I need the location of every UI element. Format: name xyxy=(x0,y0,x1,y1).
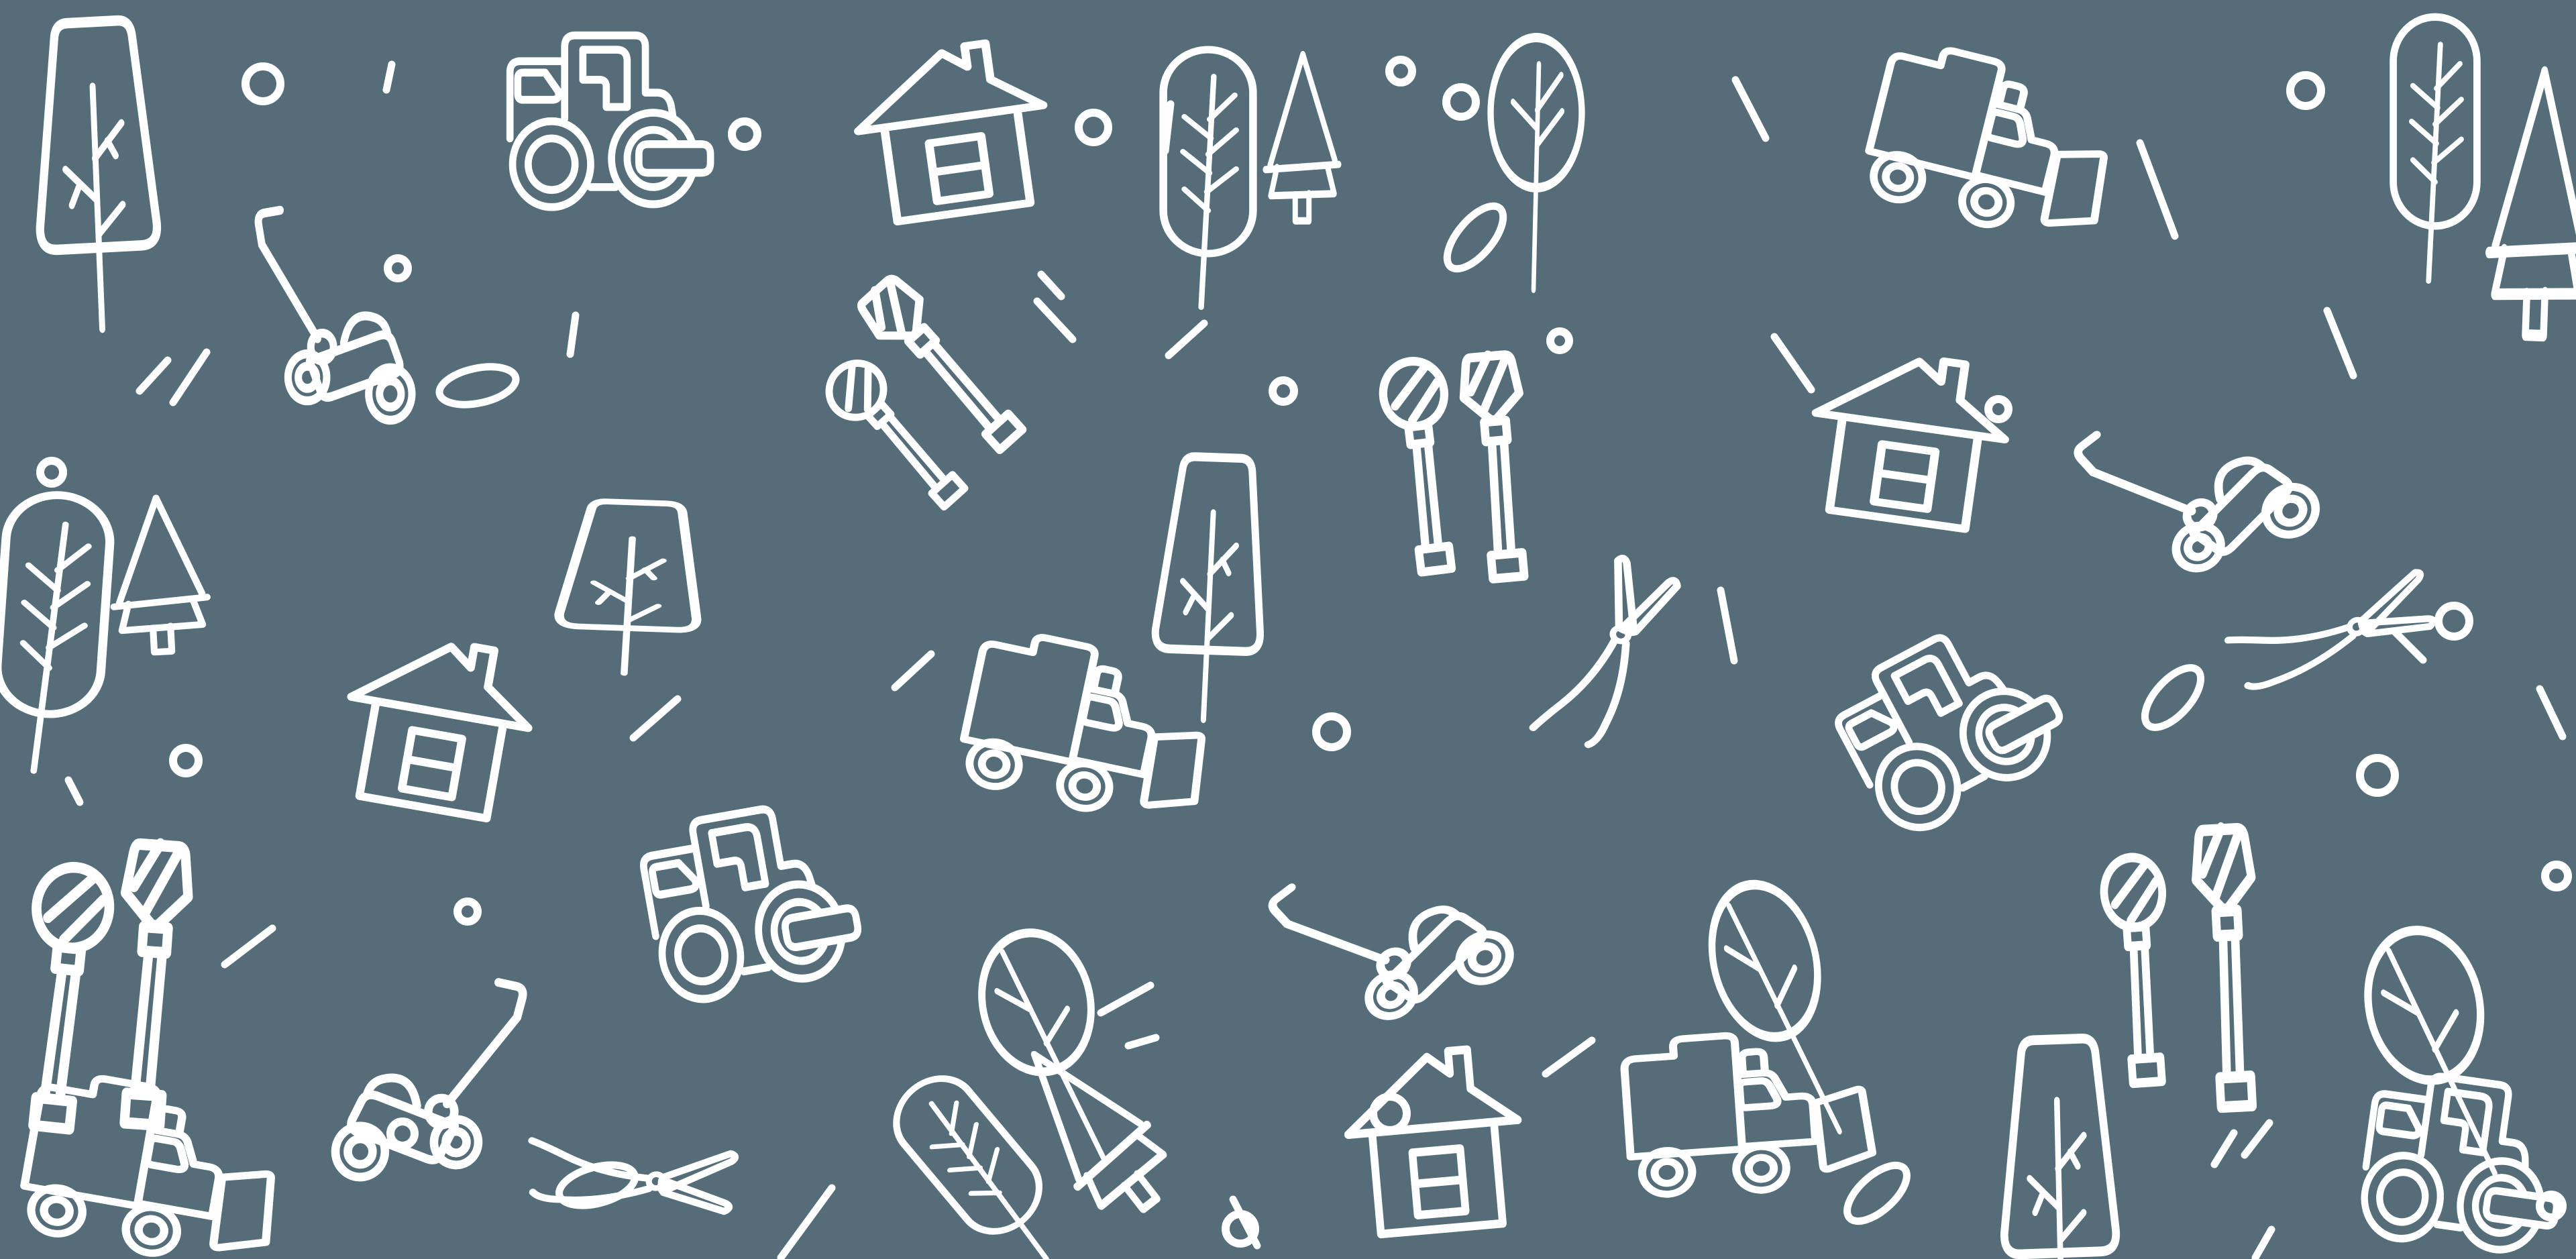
dash-line-icon xyxy=(2136,139,2179,240)
dot-circle-icon xyxy=(384,254,412,282)
dash-line-icon xyxy=(382,60,396,94)
dash-line-icon xyxy=(1033,297,1077,343)
pine-tree-icon xyxy=(108,496,209,654)
truck-icon xyxy=(1858,37,2125,250)
dot-circle-icon xyxy=(1385,56,1416,87)
dot-circle-icon xyxy=(728,117,761,151)
dot-circle-icon xyxy=(241,62,284,105)
dot-circle-icon xyxy=(2536,1191,2567,1221)
dash-line-icon xyxy=(566,311,580,358)
house-icon xyxy=(1342,1046,1527,1236)
leaf-ellipse-icon xyxy=(435,363,520,408)
dash-line-icon xyxy=(169,348,211,406)
pruning-shears-icon xyxy=(2220,528,2448,731)
capsule-tree-icon xyxy=(0,492,113,775)
round-tree-slash-icon xyxy=(1697,873,1858,1151)
dash-line-icon xyxy=(2251,1225,2275,1259)
dash-line-icon xyxy=(1542,1036,1596,1078)
dot-circle-icon xyxy=(1312,712,1351,751)
torch-cone-icon xyxy=(855,272,1030,459)
dash-line-icon xyxy=(1731,76,1770,142)
trapezoid-tree-icon xyxy=(30,19,162,332)
house-icon xyxy=(1803,345,2015,533)
leaf-ellipse-icon xyxy=(555,1161,639,1209)
house-icon xyxy=(335,628,541,823)
dot-circle-icon xyxy=(386,1117,419,1150)
tractor-icon xyxy=(1823,604,2078,842)
dash-line-icon xyxy=(64,776,84,806)
trapezoid-tree-icon xyxy=(1998,1038,2119,1259)
dash-line-icon xyxy=(2323,307,2357,380)
tractor-icon xyxy=(2357,1068,2573,1259)
dash-line-icon xyxy=(1097,981,1155,1017)
trapezoid-tree-icon xyxy=(557,500,701,675)
round-tree-icon xyxy=(1491,38,1582,290)
dash-line-icon xyxy=(1124,1034,1160,1050)
dash-line-icon xyxy=(1165,319,1208,360)
leaf-ellipse-icon xyxy=(1843,1161,1911,1225)
dot-circle-icon xyxy=(2286,71,2325,110)
house-icon xyxy=(849,37,1057,225)
dash-line-icon xyxy=(1161,100,1175,155)
truck-icon xyxy=(955,626,1222,831)
dash-line-icon xyxy=(136,356,172,395)
trapezoid-tree-icon xyxy=(1152,455,1267,722)
dash-line-icon xyxy=(2391,628,2427,664)
dot-circle-icon xyxy=(1984,395,2012,423)
dash-line-icon xyxy=(777,1184,836,1259)
truck-icon xyxy=(1623,1026,1874,1199)
dash-line-icon xyxy=(891,650,935,692)
dash-line-icon xyxy=(1717,586,1738,665)
tractor-icon xyxy=(510,36,710,207)
leaf-ellipse-icon xyxy=(1443,202,1507,273)
dot-circle-icon xyxy=(1546,327,1573,354)
leaf-ellipse-icon xyxy=(2141,664,2205,731)
lawn-mower-icon xyxy=(1269,808,1519,1056)
dash-line-icon xyxy=(1770,333,1815,394)
round-tree-slash-icon xyxy=(969,922,1124,1175)
lawn-mower-icon xyxy=(2074,357,2324,608)
round-tree-slash-icon xyxy=(2355,920,2516,1191)
dash-line-icon xyxy=(1229,1195,1261,1250)
dash-line-icon xyxy=(629,695,682,742)
dash-line-icon xyxy=(221,924,276,969)
dot-circle-icon xyxy=(2356,754,2399,797)
dash-line-icon xyxy=(1037,270,1065,300)
dot-circle-icon xyxy=(2541,861,2572,891)
pruning-shears-icon xyxy=(1532,549,1680,754)
dot-circle-icon xyxy=(453,897,482,926)
capsule-tree-icon xyxy=(881,1062,1083,1259)
capsule-tree-icon xyxy=(1163,50,1253,307)
pine-tree-icon xyxy=(2486,70,2576,337)
lawn-mower-icon xyxy=(258,210,412,420)
dash-line-icon xyxy=(2241,1119,2273,1159)
torch-round-icon xyxy=(1379,358,1466,574)
dot-circle-icon xyxy=(36,457,67,488)
torch-cone-icon xyxy=(1460,353,1536,580)
dot-circle-icon xyxy=(2434,602,2473,641)
torch-round-icon xyxy=(2102,856,2176,1085)
dot-circle-icon xyxy=(1269,376,1298,406)
capsule-tree-icon xyxy=(2394,17,2477,281)
torch-cone-icon xyxy=(2193,826,2263,1108)
dash-line-icon xyxy=(2210,1129,2238,1168)
dot-circle-icon xyxy=(1369,1093,1411,1134)
lawn-mower-icon xyxy=(333,972,523,1188)
torch-round-icon xyxy=(13,864,113,1131)
tractor-icon xyxy=(637,797,865,1006)
pine-tree-icon xyxy=(1265,54,1338,221)
dash-line-icon xyxy=(2536,685,2567,741)
dot-circle-icon xyxy=(1442,83,1480,121)
dot-circle-icon xyxy=(169,744,203,777)
pattern-layer xyxy=(0,17,2576,1259)
dot-circle-icon xyxy=(1075,109,1112,146)
